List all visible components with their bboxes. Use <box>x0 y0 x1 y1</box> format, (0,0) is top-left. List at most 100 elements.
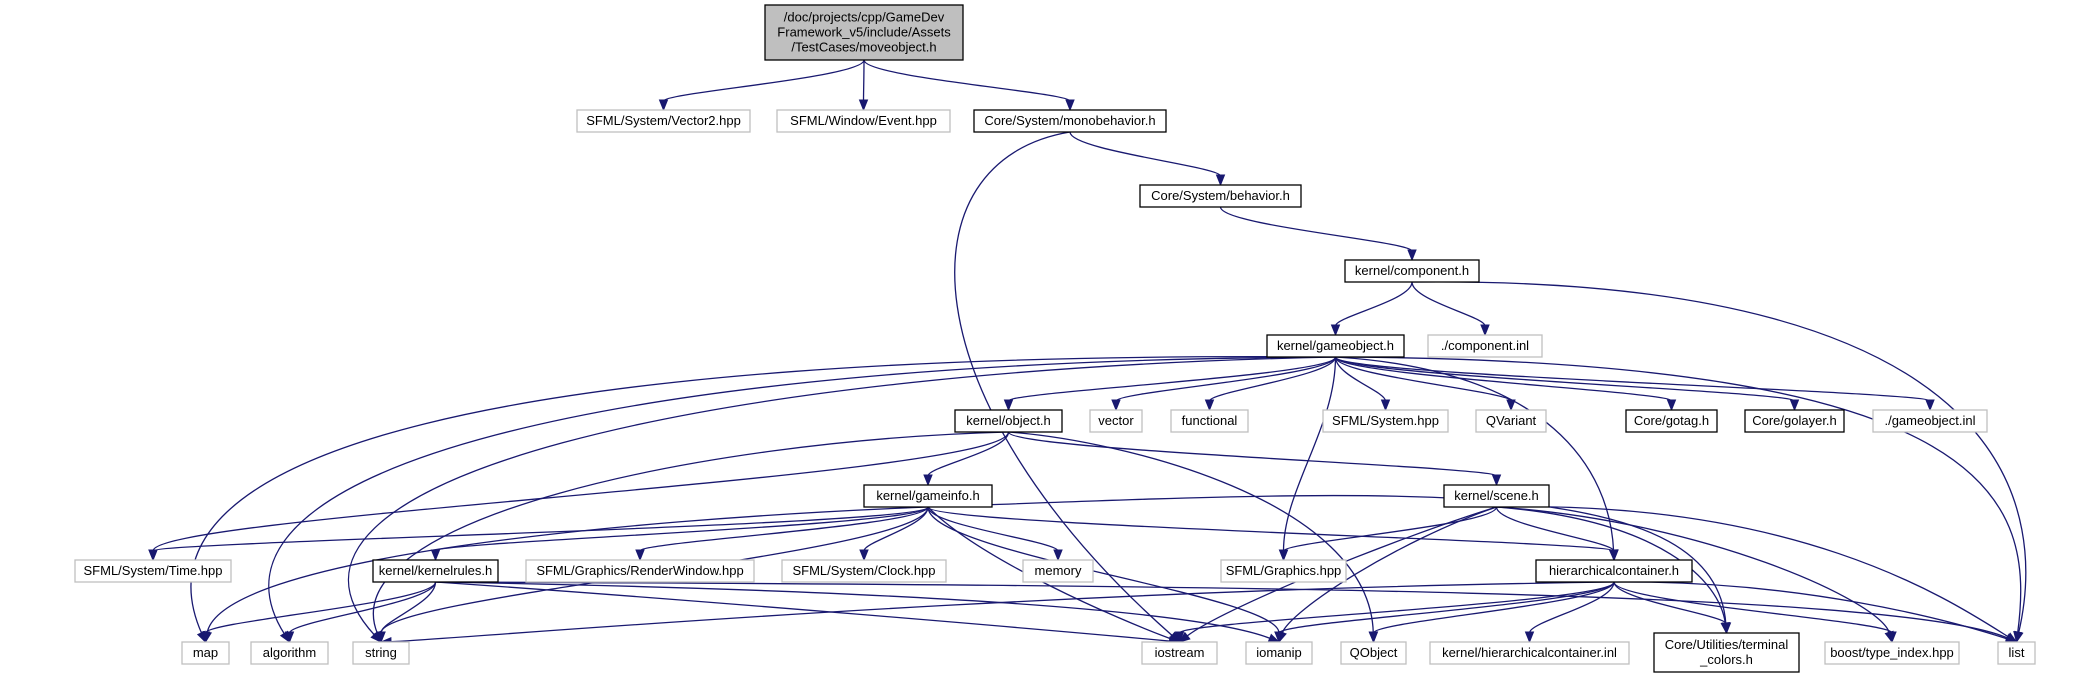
node-object[interactable]: kernel/object.h <box>954 409 1063 433</box>
node-box-component <box>1344 259 1480 283</box>
arrowhead-hcontainer-to-iostream <box>1174 631 1185 644</box>
node-box-functional <box>1170 409 1249 433</box>
node-box-string <box>352 641 410 665</box>
edge-hcontainer-to-hcontainer_inl <box>1528 581 1615 634</box>
edge-moveobject-to-event <box>862 59 865 102</box>
edge-gameinfo-to-memory <box>927 506 1059 552</box>
edges-layer <box>148 59 2027 647</box>
edge-moveobject-to-monobehavior <box>863 59 1071 102</box>
node-clock: SFML/System/Clock.hpp <box>781 559 947 583</box>
arrowhead-object-to-scene <box>1491 474 1502 487</box>
node-component[interactable]: kernel/component.h <box>1344 259 1480 283</box>
node-label-moveobject-line3: /TestCases/moveobject.h <box>791 40 936 55</box>
arrowhead-hcontainer-to-type_index <box>1887 631 1897 644</box>
node-monobehavior[interactable]: Core/System/monobehavior.h <box>973 109 1167 133</box>
node-box-gotag <box>1625 409 1718 433</box>
arrowhead-gameobject-to-sfml_system <box>1380 399 1391 412</box>
node-map: map <box>181 641 230 665</box>
arrowhead-gameinfo-to-renderwindow <box>635 549 645 562</box>
node-box-algorithm <box>250 641 329 665</box>
node-label-moveobject-line1: /doc/projects/cpp/GameDev <box>784 10 945 25</box>
arrowhead-gameinfo-to-clock <box>859 549 869 562</box>
node-kernelrules[interactable]: kernel/kernelrules.h <box>372 559 499 583</box>
edge-scene-to-list <box>1496 506 2010 638</box>
node-box-gameobject_inl <box>1872 409 1988 433</box>
edge-gameobject-to-map <box>190 356 1336 635</box>
node-golayer[interactable]: Core/golayer.h <box>1744 409 1845 433</box>
arrowhead-hcontainer-to-qobject <box>1368 631 1379 644</box>
node-box-qvariant <box>1475 409 1547 433</box>
node-box-monobehavior <box>973 109 1167 133</box>
arrowhead-gameinfo-to-kernelrules <box>430 549 441 562</box>
node-box-hcontainer_inl <box>1429 641 1630 665</box>
edge-kernelrules-to-map <box>204 581 437 634</box>
node-box-vector2 <box>576 109 751 133</box>
arrowhead-gameobject-to-gameobject_inl <box>1925 399 1935 412</box>
edge-gameobject-to-golayer <box>1334 356 1796 402</box>
node-gameobject[interactable]: kernel/gameobject.h <box>1266 334 1405 358</box>
edge-behavior-to-component <box>1219 206 1413 252</box>
node-box-moveobject <box>764 4 964 61</box>
node-label-component_inl: ./component.inl <box>1441 338 1529 353</box>
edge-kernelrules-to-algorithm <box>288 581 437 634</box>
node-label-string: string <box>365 645 397 660</box>
arrowhead-hcontainer-to-terminal_colors <box>1721 622 1732 635</box>
edge-object-to-string <box>372 431 1009 634</box>
node-label-hcontainer_inl: kernel/hierarchicalcontainer.inl <box>1442 645 1617 660</box>
node-label-monobehavior: Core/System/monobehavior.h <box>984 113 1155 128</box>
node-gotag[interactable]: Core/gotag.h <box>1625 409 1718 433</box>
node-sfml_system: SFML/System.hpp <box>1322 409 1449 433</box>
node-label-behavior: Core/System/behavior.h <box>1151 188 1290 203</box>
edge-hcontainer-to-iomanip <box>1278 581 1615 634</box>
node-terminal_colors[interactable]: Core/Utilities/terminal_colors.h <box>1653 632 1800 673</box>
node-label-hcontainer: hierarchicalcontainer.h <box>1549 563 1679 578</box>
edge-moveobject-to-vector2 <box>662 59 865 102</box>
node-label-time: SFML/System/Time.hpp <box>84 563 223 578</box>
arrowhead-kernelrules-to-map <box>200 631 211 644</box>
node-box-terminal_colors <box>1653 632 1800 673</box>
edge-kernelrules-to-string <box>380 581 437 634</box>
arrowhead-scene-to-iostream <box>1178 631 1191 643</box>
arrowhead-scene-to-hcontainer <box>1609 549 1619 562</box>
node-box-scene <box>1443 484 1550 508</box>
node-iostream: iostream <box>1141 641 1218 665</box>
node-box-component_inl <box>1427 334 1543 358</box>
edge-component-to-component_inl <box>1411 281 1486 327</box>
edge-monobehavior-to-behavior <box>1069 131 1222 177</box>
edge-scene-to-type_index <box>1496 506 1891 634</box>
node-functional: functional <box>1170 409 1249 433</box>
arrowhead-gameobject-to-golayer <box>1789 399 1800 412</box>
node-box-renderwindow <box>525 559 755 583</box>
edge-gameobject-to-sfml_graphics <box>1282 356 1337 552</box>
arrowhead-scene-to-sfml_graphics <box>1278 549 1289 562</box>
edge-object-to-gameinfo <box>927 431 1010 477</box>
node-box-map <box>181 641 230 665</box>
arrowhead-component-to-gameobject <box>1330 324 1341 337</box>
node-label-map: map <box>193 645 218 660</box>
arrowhead-moveobject-to-vector2 <box>658 99 669 112</box>
node-scene[interactable]: kernel/scene.h <box>1443 484 1550 508</box>
node-label-iomanip: iomanip <box>1256 645 1302 660</box>
arrowhead-hcontainer-to-hcontainer_inl <box>1524 631 1535 644</box>
edge-component-to-gameobject <box>1334 281 1413 327</box>
node-label-gameinfo: kernel/gameinfo.h <box>876 488 979 503</box>
node-box-clock <box>781 559 947 583</box>
node-box-vector <box>1089 409 1143 433</box>
node-label-clock: SFML/System/Clock.hpp <box>792 563 935 578</box>
node-box-iomanip <box>1245 641 1313 665</box>
node-behavior[interactable]: Core/System/behavior.h <box>1139 184 1302 208</box>
node-box-time <box>74 559 232 583</box>
node-label-qobject: QObject <box>1350 645 1398 660</box>
arrowhead-object-to-gameinfo <box>923 474 933 487</box>
node-label-component: kernel/component.h <box>1355 263 1469 278</box>
node-component_inl: ./component.inl <box>1427 334 1543 358</box>
node-time: SFML/System/Time.hpp <box>74 559 232 583</box>
edge-gameinfo-to-map <box>206 506 929 634</box>
edge-scene-to-sfml_graphics <box>1282 506 1498 552</box>
node-gameinfo[interactable]: kernel/gameinfo.h <box>863 484 993 508</box>
node-string: string <box>352 641 410 665</box>
edge-gameobject-to-hcontainer <box>1335 356 1615 552</box>
node-hcontainer[interactable]: hierarchicalcontainer.h <box>1535 559 1693 583</box>
node-label-gotag: Core/gotag.h <box>1634 413 1709 428</box>
edge-gameobject-to-object <box>1007 356 1337 402</box>
